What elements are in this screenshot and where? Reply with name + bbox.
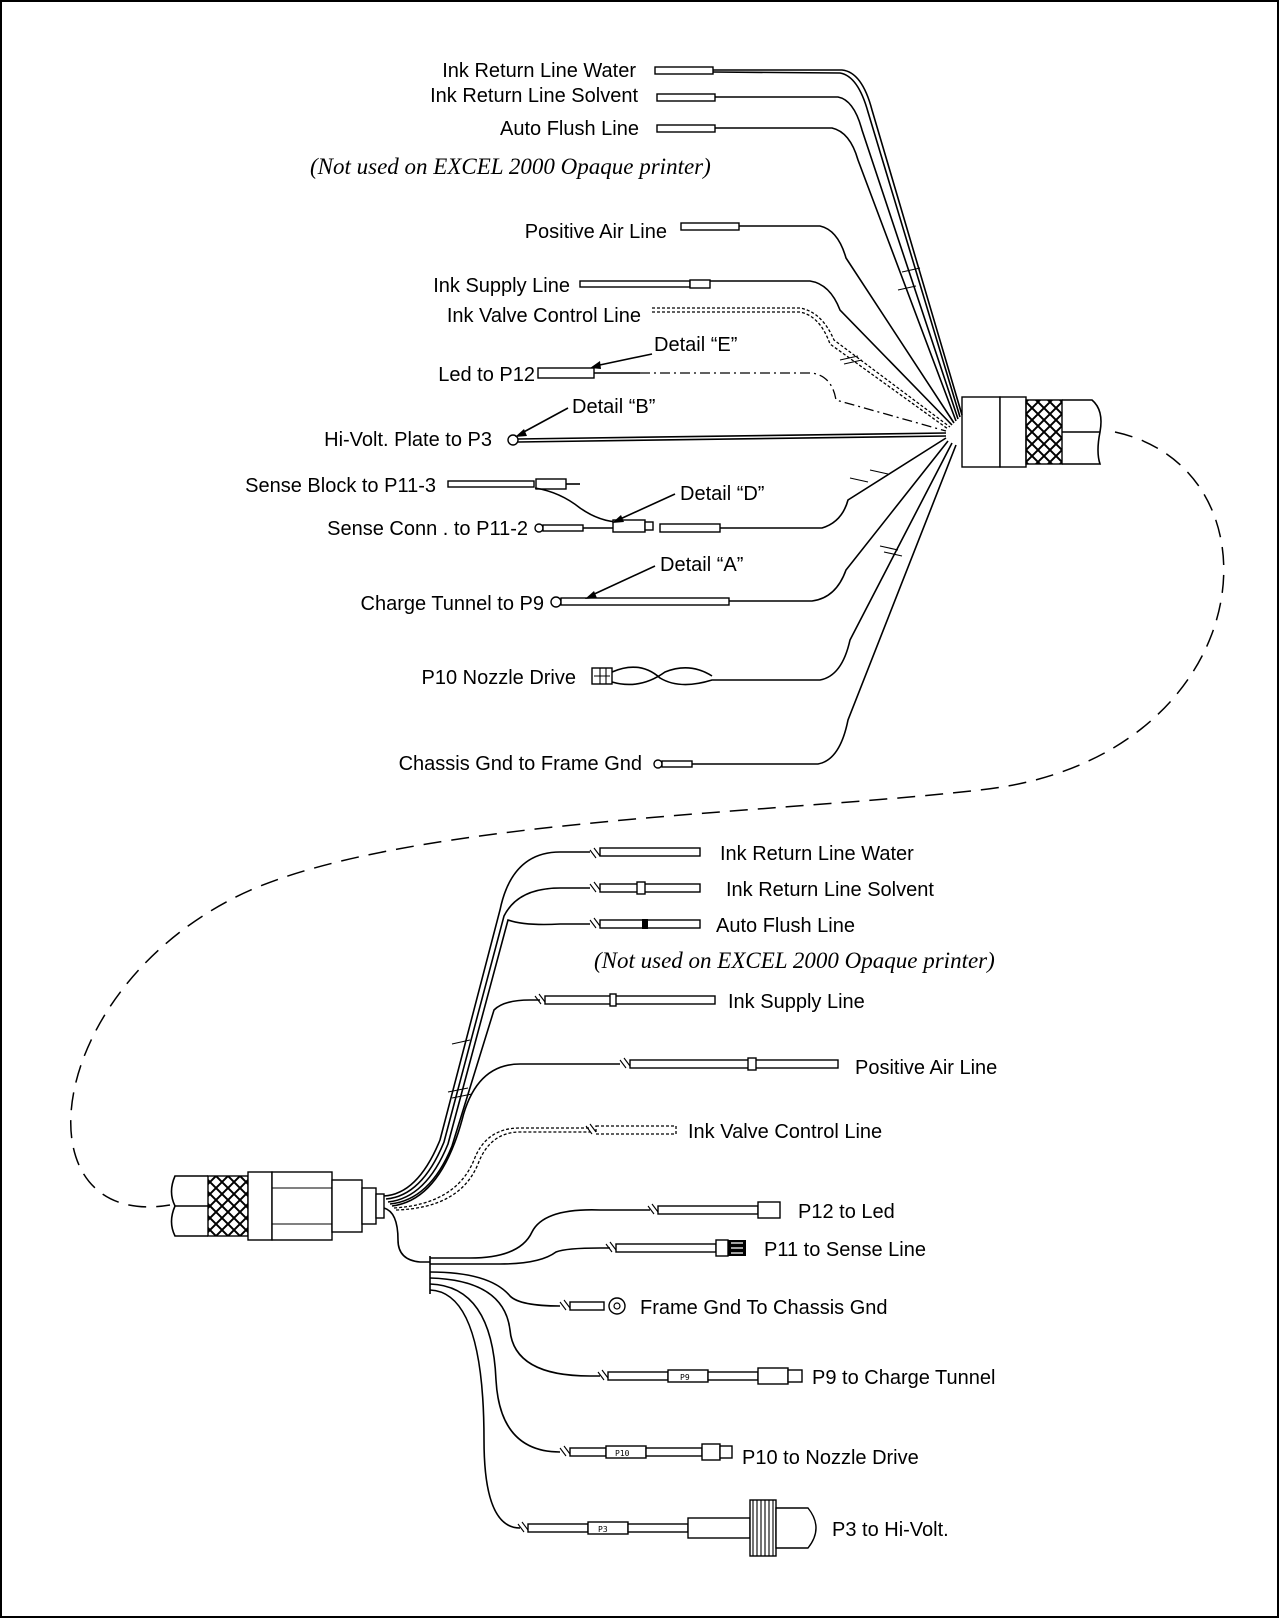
top-label-sense-conn: Sense Conn . to P11-2 bbox=[327, 518, 528, 540]
top-bulkhead-connector bbox=[961, 396, 1102, 468]
tag-p3: P3 bbox=[598, 1525, 608, 1534]
top-note-not-used: (Not used on EXCEL 2000 Opaque printer) bbox=[310, 154, 711, 179]
top-label-detail-a: Detail “A” bbox=[660, 554, 743, 576]
bottom-label-ink-return-solvent: Ink Return Line Solvent bbox=[726, 879, 934, 901]
top-label-sense-block: Sense Block to P11-3 bbox=[245, 475, 436, 497]
top-label-detail-e: Detail “E” bbox=[654, 334, 737, 356]
top-label-detail-b: Detail “B” bbox=[572, 396, 655, 418]
tag-p9: P9 bbox=[680, 1373, 690, 1382]
top-label-ink-return-water: Ink Return Line Water bbox=[442, 60, 636, 82]
bottom-label-p9-charge: P9 to Charge Tunnel bbox=[812, 1367, 995, 1389]
top-label-auto-flush: Auto Flush Line bbox=[500, 118, 639, 140]
top-harness: Ink Return Line Water Ink Return Line So… bbox=[69, 60, 1225, 1208]
bottom-label-frame-gnd: Frame Gnd To Chassis Gnd bbox=[640, 1297, 888, 1319]
tag-p10: P10 bbox=[615, 1449, 630, 1458]
top-label-charge-tunnel: Charge Tunnel to P9 bbox=[361, 593, 544, 615]
top-label-detail-d: Detail “D” bbox=[680, 483, 764, 505]
bottom-label-positive-air: Positive Air Line bbox=[855, 1057, 997, 1079]
bottom-bulkhead-connector bbox=[170, 1171, 385, 1241]
bottom-note-not-used: (Not used on EXCEL 2000 Opaque printer) bbox=[594, 948, 995, 973]
top-label-led-p12: Led to P12 bbox=[438, 364, 535, 386]
top-label-positive-air: Positive Air Line bbox=[525, 221, 667, 243]
bottom-label-ink-valve: Ink Valve Control Line bbox=[688, 1121, 882, 1143]
bottom-label-p12-led: P12 to Led bbox=[798, 1201, 895, 1223]
top-label-ink-return-solvent: Ink Return Line Solvent bbox=[430, 85, 638, 107]
bottom-label-ink-supply: Ink Supply Line bbox=[728, 991, 865, 1013]
top-label-ink-supply: Ink Supply Line bbox=[433, 275, 570, 297]
bottom-label-auto-flush: Auto Flush Line bbox=[716, 915, 855, 937]
top-label-hivolt-p3: Hi-Volt. Plate to P3 bbox=[324, 429, 492, 451]
bottom-label-p10-nozzle: P10 to Nozzle Drive bbox=[742, 1447, 919, 1469]
bottom-label-ink-return-water: Ink Return Line Water bbox=[720, 843, 914, 865]
top-label-p10-nozzle: P10 Nozzle Drive bbox=[421, 667, 576, 689]
harness-loop-dashed bbox=[69, 431, 1225, 1208]
bottom-label-p11-sense: P11 to Sense Line bbox=[764, 1239, 926, 1261]
bottom-harness: P9 P10 P3 Ink Return Line Water Ink Retu… bbox=[170, 843, 997, 1557]
top-label-chassis-gnd: Chassis Gnd to Frame Gnd bbox=[399, 753, 642, 775]
top-label-ink-valve: Ink Valve Control Line bbox=[447, 305, 641, 327]
bottom-label-p3-hivolt: P3 to Hi-Volt. bbox=[832, 1519, 949, 1541]
